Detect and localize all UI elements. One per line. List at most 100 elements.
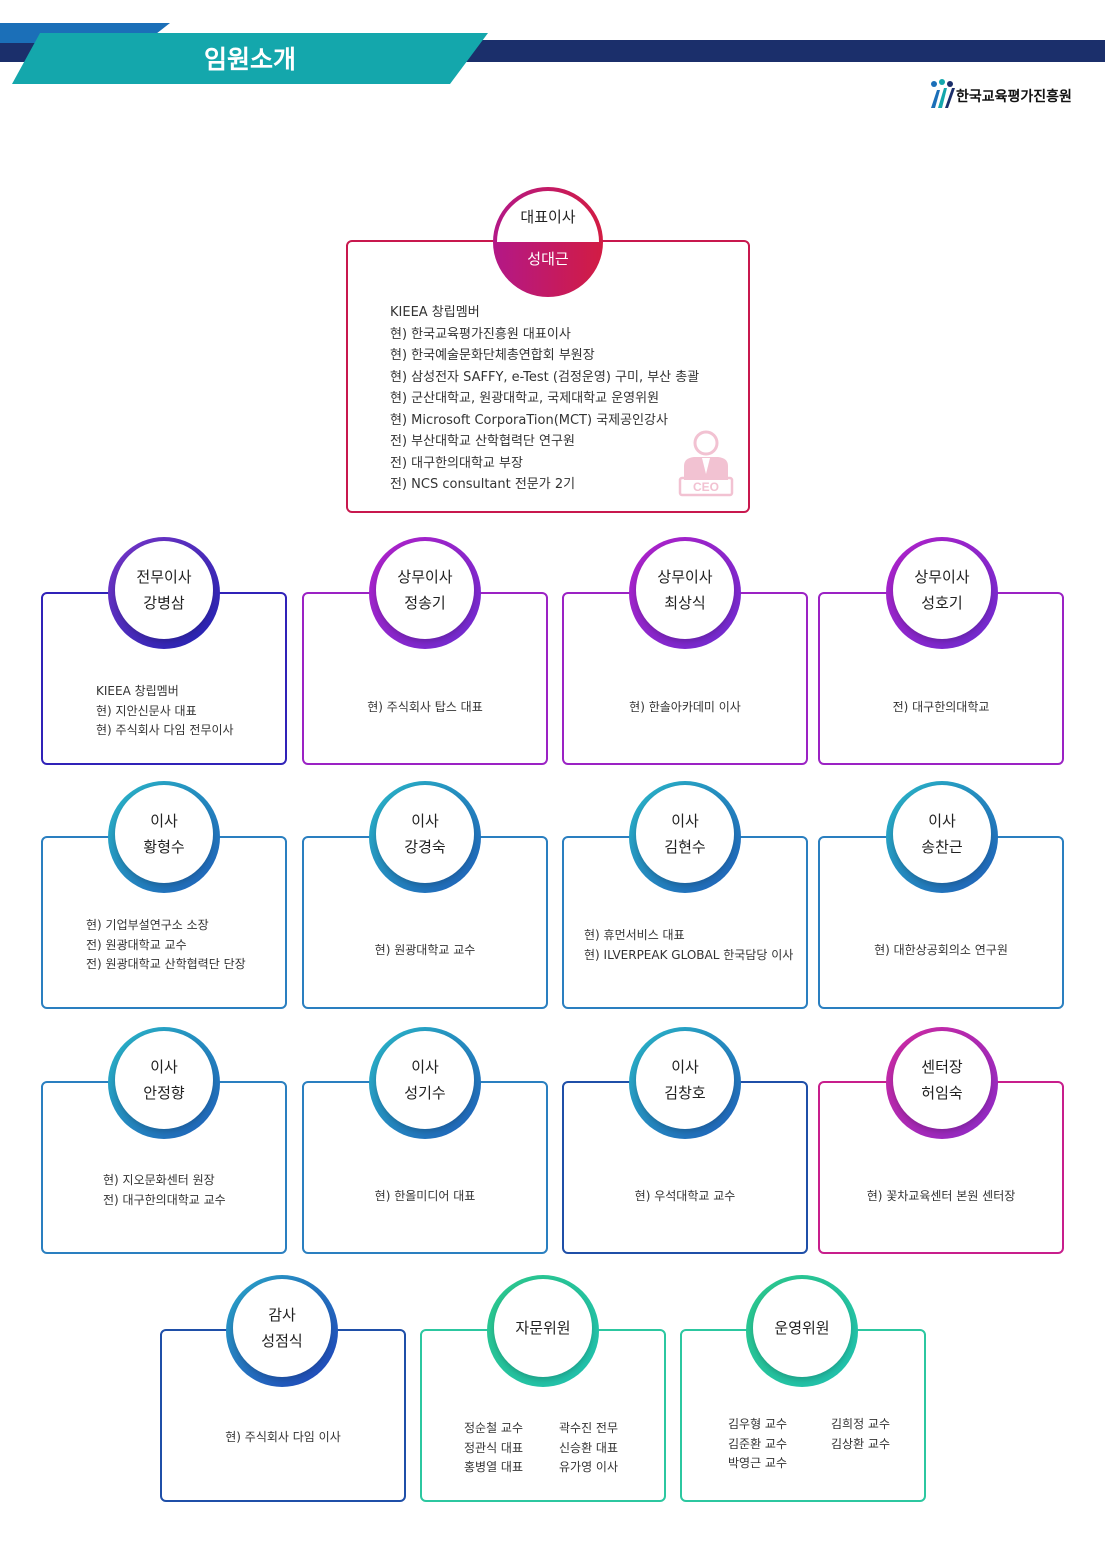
exec-badge: 전무이사 강병삼	[115, 541, 213, 639]
career-line: 현) Microsoft CorporaTion(MCT) 국제공인강사	[390, 412, 668, 428]
career-line: 현) 기업부설연구소 소장	[86, 918, 209, 932]
ceo-badge: CEO	[693, 480, 719, 494]
exec-role: 상무이사	[657, 568, 713, 586]
director-name: 성기수	[404, 1084, 446, 1102]
exec-role: 상무이사	[397, 568, 453, 586]
exec-name: 강병삼	[143, 594, 185, 612]
director-name: 황형수	[143, 838, 185, 856]
logo-icon	[931, 79, 955, 108]
ceo-card: KIEEA 창립멤버 현) 한국교육평가진흥원 대표이사 현) 한국예술문화단체…	[346, 240, 750, 513]
director-name: 김현수	[664, 838, 706, 856]
director-role: 이사	[411, 1058, 439, 1076]
member-line: 신승환 대표	[559, 1440, 619, 1455]
center-head-name: 허임숙	[921, 1084, 963, 1102]
career-line: 현) 한국교육평가진흥원 대표이사	[390, 326, 571, 342]
director-badge: 이사 송찬근	[893, 785, 991, 883]
career-line: 현) ILVERPEAK GLOBAL 한국담당 이사	[584, 947, 794, 962]
director-badge: 이사 김현수	[636, 785, 734, 883]
director-role: 이사	[411, 812, 439, 830]
ceo-career: KIEEA 창립멤버 현) 한국교육평가진흥원 대표이사 현) 한국예술문화단체…	[390, 302, 699, 496]
career-line: 현) 대한상공회의소 연구원	[874, 943, 1008, 957]
career-line: 전) 부산대학교 산학협력단 연구원	[390, 434, 575, 449]
director-badge: 이사 강경숙	[376, 785, 474, 883]
career-lines: KIEEA 창립멤버 현) 지안신문사 대표 현) 주식회사 다임 전무이사	[96, 682, 234, 741]
exec-name: 성호기	[921, 594, 963, 612]
career-line: 현) 한솔아카데미 이사	[629, 700, 741, 714]
career-line: 현) 주식회사 다임 전무이사	[96, 723, 234, 737]
operating-col-left: 김우형 교수 김준환 교수 박영근 교수	[728, 1415, 787, 1474]
director-name: 강경숙	[404, 838, 446, 856]
director-role: 이사	[671, 1058, 699, 1076]
career-line: KIEEA 창립멤버	[390, 305, 480, 320]
director-name: 안정향	[143, 1084, 185, 1102]
career-line: 현) 주식회사 탑스 대표	[367, 700, 483, 714]
director-badge: 이사 황형수	[115, 785, 213, 883]
page-title: 임원소개	[203, 45, 296, 74]
director-role: 이사	[150, 812, 178, 830]
member-line: 곽수진 전무	[559, 1421, 619, 1435]
auditor-badge: 감사 성점식	[233, 1279, 331, 1377]
career-lines: 현) 휴먼서비스 대표 현) ILVERPEAK GLOBAL 한국담당 이사	[584, 926, 793, 965]
career-line: 전) 대구한의대학교 교수	[103, 1192, 226, 1207]
career-line: 전) 대구한의대학교	[892, 700, 990, 714]
exec-name: 정송기	[404, 594, 446, 612]
director-badge: 이사 안정향	[115, 1031, 213, 1129]
auditor-name: 성점식	[261, 1332, 303, 1350]
director-role: 이사	[928, 812, 956, 830]
member-line: 박영근 교수	[728, 1456, 788, 1470]
center-head-badge: 센터장 허임숙	[893, 1031, 991, 1129]
career-lines: 현) 기업부설연구소 소장 전) 원광대학교 교수 전) 원광대학교 산학협력단…	[86, 916, 246, 975]
exec-name: 최상식	[664, 594, 706, 612]
member-line: 홍병열 대표	[464, 1460, 524, 1474]
advisory-badge: 자문위원	[494, 1279, 592, 1377]
exec-badge: 상무이사 성호기	[893, 541, 991, 639]
member-line: 정순철 교수	[464, 1421, 524, 1435]
career-line: 현) 한국예술문화단체총연합회 부원장	[390, 348, 595, 363]
operating-role: 운영위원	[774, 1319, 830, 1337]
career-line: 현) 군산대학교, 원광대학교, 국제대학교 운영위원	[390, 391, 660, 406]
career-line: 전) NCS consultant 전문가 2기	[390, 477, 576, 492]
career-line: 현) 지안신문사 대표	[96, 703, 197, 718]
career-lines: 현) 지오문화센터 원장 전) 대구한의대학교 교수	[103, 1171, 226, 1210]
operating-col-right: 김희정 교수 김상환 교수	[831, 1415, 890, 1454]
career-line: 전) 원광대학교 산학협력단 단장	[86, 957, 246, 971]
career-line: 전) 원광대학교 교수	[86, 937, 187, 952]
member-line: 김희정 교수	[831, 1417, 891, 1431]
career-line: 현) 한올미디어 대표	[374, 1189, 476, 1203]
career-line: 현) 주식회사 다임 이사	[225, 1430, 341, 1444]
director-name: 김창호	[664, 1084, 706, 1102]
career-line: 전) 대구한의대학교 부장	[390, 455, 523, 471]
exec-card: KIEEA 창립멤버 현) 지안신문사 대표 현) 주식회사 다임 전무이사	[41, 592, 287, 765]
director-badge: 이사 김창호	[636, 1031, 734, 1129]
operating-badge: 운영위원	[753, 1279, 851, 1377]
career-line: KIEEA 창립멤버	[96, 684, 179, 698]
career-line: 현) 원광대학교 교수	[374, 943, 476, 957]
member-line: 김준환 교수	[728, 1436, 788, 1451]
member-line: 김우형 교수	[728, 1417, 788, 1431]
ceo-name: 성대근	[527, 250, 569, 268]
career-line: 현) 삼성전자 SAFFY, e-Test (검정운영) 구미, 부산 총괄	[390, 369, 700, 385]
member-line: 김상환 교수	[831, 1436, 891, 1451]
director-role: 이사	[671, 812, 699, 830]
director-role: 이사	[150, 1058, 178, 1076]
career-line: 현) 우석대학교 교수	[634, 1189, 736, 1203]
logo-text: 한국교육평가진흥원	[956, 89, 1072, 105]
ceo-role: 대표이사	[520, 207, 576, 226]
ceo-icon: CEO	[678, 430, 734, 497]
director-name: 송찬근	[921, 838, 963, 856]
career-line: 현) 꽃차교육센터 본원 센터장	[866, 1189, 1016, 1203]
center-head-role: 센터장	[921, 1058, 963, 1076]
exec-badge: 상무이사 최상식	[636, 541, 734, 639]
director-badge: 이사 성기수	[376, 1031, 474, 1129]
career-line: 현) 휴먼서비스 대표	[584, 928, 685, 942]
member-line: 정관식 대표	[464, 1440, 524, 1455]
advisory-role: 자문위원	[515, 1319, 571, 1337]
title-tab	[12, 33, 488, 84]
advisory-col-right: 곽수진 전무 신승환 대표 유가영 이사	[559, 1419, 618, 1478]
exec-badge: 상무이사 정송기	[376, 541, 474, 639]
member-line: 유가영 이사	[559, 1460, 619, 1474]
exec-role: 전무이사	[136, 568, 192, 586]
exec-role: 상무이사	[914, 568, 970, 586]
auditor-role: 감사	[268, 1306, 296, 1324]
advisory-col-left: 정순철 교수 정관식 대표 홍병열 대표	[464, 1419, 523, 1478]
